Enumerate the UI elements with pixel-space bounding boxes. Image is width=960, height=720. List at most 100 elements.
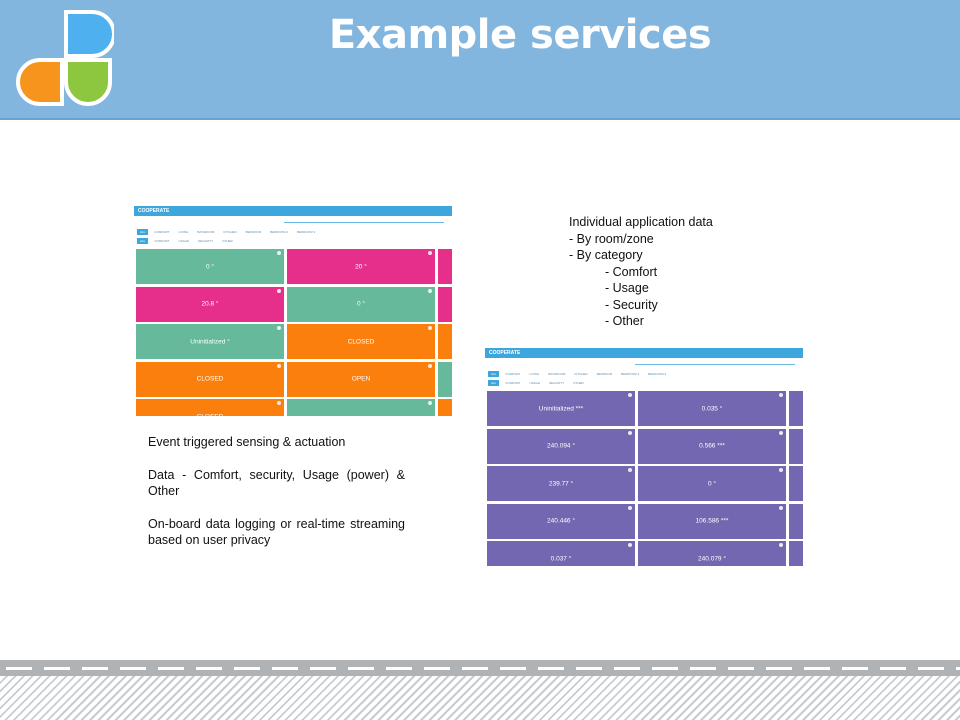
filter-comfort[interactable]: COMFORT bbox=[505, 381, 521, 386]
tab-bedroom[interactable]: BEDROOM bbox=[596, 372, 613, 377]
sensor-tile[interactable] bbox=[438, 249, 452, 284]
logo-icon bbox=[16, 10, 114, 106]
slide-header: Example services bbox=[0, 0, 960, 120]
tile-menu-icon[interactable] bbox=[277, 363, 281, 368]
list-item: - By category bbox=[569, 248, 643, 262]
sensor-tile[interactable]: 239.77 ° bbox=[487, 466, 635, 501]
tile-value: 0 ° bbox=[356, 300, 366, 308]
tab-living[interactable]: LIVING bbox=[178, 230, 189, 235]
tab-bathroom[interactable]: BATHROOM bbox=[197, 230, 215, 235]
sensor-tile[interactable]: Uninitialized ° bbox=[136, 324, 284, 359]
sensor-tile[interactable]: 0 ° bbox=[287, 286, 435, 322]
filter-usage[interactable]: USAGE bbox=[529, 381, 540, 386]
tab-bedroom-2[interactable]: BEDROOM 2 bbox=[621, 372, 640, 377]
tile-menu-icon[interactable] bbox=[628, 393, 632, 397]
tile-menu-icon[interactable] bbox=[277, 288, 281, 293]
tile-menu-icon[interactable] bbox=[428, 326, 432, 330]
sensor-tile[interactable] bbox=[789, 391, 803, 426]
dashboard-screenshot-events: COOPERATE ALL COMFORT LIVING BATHROOM KITCHE… bbox=[134, 206, 452, 416]
filter-all[interactable]: ALL bbox=[137, 238, 149, 245]
tab-all[interactable]: ALL bbox=[137, 229, 149, 236]
tab-living[interactable]: LIVING bbox=[529, 372, 540, 377]
tile-value: Uninitialized *** bbox=[538, 405, 584, 412]
sensor-tile[interactable]: CLOSED bbox=[287, 324, 435, 359]
tile-menu-icon[interactable] bbox=[779, 505, 783, 510]
category-filters: ALL COMFORT USAGE SECURITY OTHER bbox=[485, 374, 803, 387]
tab-all[interactable]: ALL bbox=[488, 371, 500, 378]
sensor-tile[interactable] bbox=[438, 361, 452, 397]
tile-value: 240.446 ° bbox=[547, 517, 575, 525]
tab-bathroom[interactable]: BATHROOM bbox=[548, 372, 566, 377]
app-bar: COOPERATE bbox=[134, 206, 452, 216]
tab-bedroom-3[interactable]: BEDROOM 3 bbox=[297, 230, 316, 235]
sensor-tile[interactable]: 0.566 *** bbox=[638, 428, 786, 464]
tile-menu-icon[interactable] bbox=[628, 430, 632, 435]
tab-bedroom-3[interactable]: BEDROOM 3 bbox=[648, 372, 667, 377]
tile-menu-icon[interactable] bbox=[779, 468, 783, 472]
sensor-tile[interactable]: 240.446 ° bbox=[487, 503, 635, 539]
filter-other[interactable]: OTHER bbox=[573, 381, 584, 386]
filter-comfort[interactable]: COMFORT bbox=[154, 239, 170, 244]
sensor-tile[interactable]: 0.035 ° bbox=[638, 391, 786, 426]
tile-menu-icon[interactable] bbox=[628, 505, 632, 510]
sensor-tile[interactable] bbox=[438, 399, 452, 416]
sensor-tile[interactable] bbox=[789, 503, 803, 539]
tile-value: 0 ° bbox=[205, 263, 215, 270]
filter-security[interactable]: SECURITY bbox=[548, 381, 565, 386]
tile-menu-icon[interactable] bbox=[779, 430, 783, 435]
sensor-tile[interactable]: 240.094 ° bbox=[487, 428, 635, 464]
tile-menu-icon[interactable] bbox=[277, 401, 281, 405]
tab-bedroom[interactable]: BEDROOM bbox=[245, 230, 262, 235]
tile-menu-icon[interactable] bbox=[628, 543, 632, 547]
tile-menu-icon[interactable] bbox=[779, 543, 783, 547]
sensor-tile[interactable]: 240.079 ° bbox=[638, 541, 786, 566]
sensor-tile[interactable]: 0 ° bbox=[638, 466, 786, 501]
footer-hatch bbox=[0, 676, 960, 720]
filter-security[interactable]: SECURITY bbox=[197, 239, 214, 244]
tile-value: Uninitialized ° bbox=[190, 338, 230, 345]
tile-menu-icon[interactable] bbox=[277, 326, 281, 330]
application-data-list: Individual application data - By room/zo… bbox=[569, 214, 713, 330]
sensor-tile[interactable]: 106.586 *** bbox=[638, 503, 786, 539]
tile-value: 0.566 *** bbox=[699, 442, 725, 450]
filter-all[interactable]: ALL bbox=[488, 380, 500, 387]
sensor-tile[interactable]: 20 ° bbox=[287, 249, 435, 284]
tile-menu-icon[interactable] bbox=[428, 251, 432, 255]
sensor-tile[interactable]: Uninitialized *** bbox=[487, 391, 635, 426]
tile-menu-icon[interactable] bbox=[428, 401, 432, 405]
sensor-tile[interactable] bbox=[438, 286, 452, 322]
list-item: - Comfort bbox=[605, 264, 658, 279]
event-description: Event triggered sensing & actuation Data… bbox=[148, 434, 405, 565]
slide-title: Example services bbox=[328, 12, 712, 58]
tile-value: CLOSED bbox=[196, 375, 224, 383]
sensor-tile[interactable] bbox=[789, 466, 803, 501]
sensor-tile[interactable] bbox=[287, 399, 435, 416]
tile-value: 0 ° bbox=[707, 480, 717, 487]
sensor-tile[interactable]: OPEN bbox=[287, 361, 435, 397]
sensor-tile[interactable]: CLOSED bbox=[136, 361, 284, 397]
sensor-tile[interactable]: 20.8 ° bbox=[136, 286, 284, 322]
sensor-tile[interactable] bbox=[789, 428, 803, 464]
tile-menu-icon[interactable] bbox=[628, 468, 632, 472]
tab-comfort[interactable]: COMFORT bbox=[505, 372, 521, 377]
footer-dashes bbox=[0, 667, 960, 670]
tile-menu-icon[interactable] bbox=[779, 393, 783, 397]
category-filters: ALL COMFORT USAGE SECURITY OTHER bbox=[134, 232, 452, 245]
sensor-tile[interactable]: 0.037 ° bbox=[487, 541, 635, 566]
sensor-tile[interactable]: 0 ° bbox=[136, 249, 284, 284]
tile-menu-icon[interactable] bbox=[428, 288, 432, 293]
tile-menu-icon[interactable] bbox=[428, 363, 432, 368]
tab-bedroom-2[interactable]: BEDROOM 2 bbox=[270, 230, 289, 235]
tile-menu-icon[interactable] bbox=[277, 251, 281, 255]
sensor-tile[interactable]: CLOSED bbox=[136, 399, 284, 416]
sensor-tile[interactable] bbox=[789, 541, 803, 566]
tab-kitchen[interactable]: KITCHEN bbox=[574, 372, 588, 377]
list-item: - By room/zone bbox=[569, 231, 654, 246]
tab-kitchen[interactable]: KITCHEN bbox=[223, 230, 237, 235]
tile-value: 239.77 ° bbox=[548, 480, 574, 487]
sensor-tile[interactable] bbox=[438, 324, 452, 359]
tab-comfort[interactable]: COMFORT bbox=[154, 230, 170, 235]
paragraph-data: Data - Comfort, security, Usage (power) … bbox=[148, 467, 405, 499]
filter-usage[interactable]: USAGE bbox=[178, 239, 189, 244]
filter-other[interactable]: OTHER bbox=[222, 239, 233, 244]
